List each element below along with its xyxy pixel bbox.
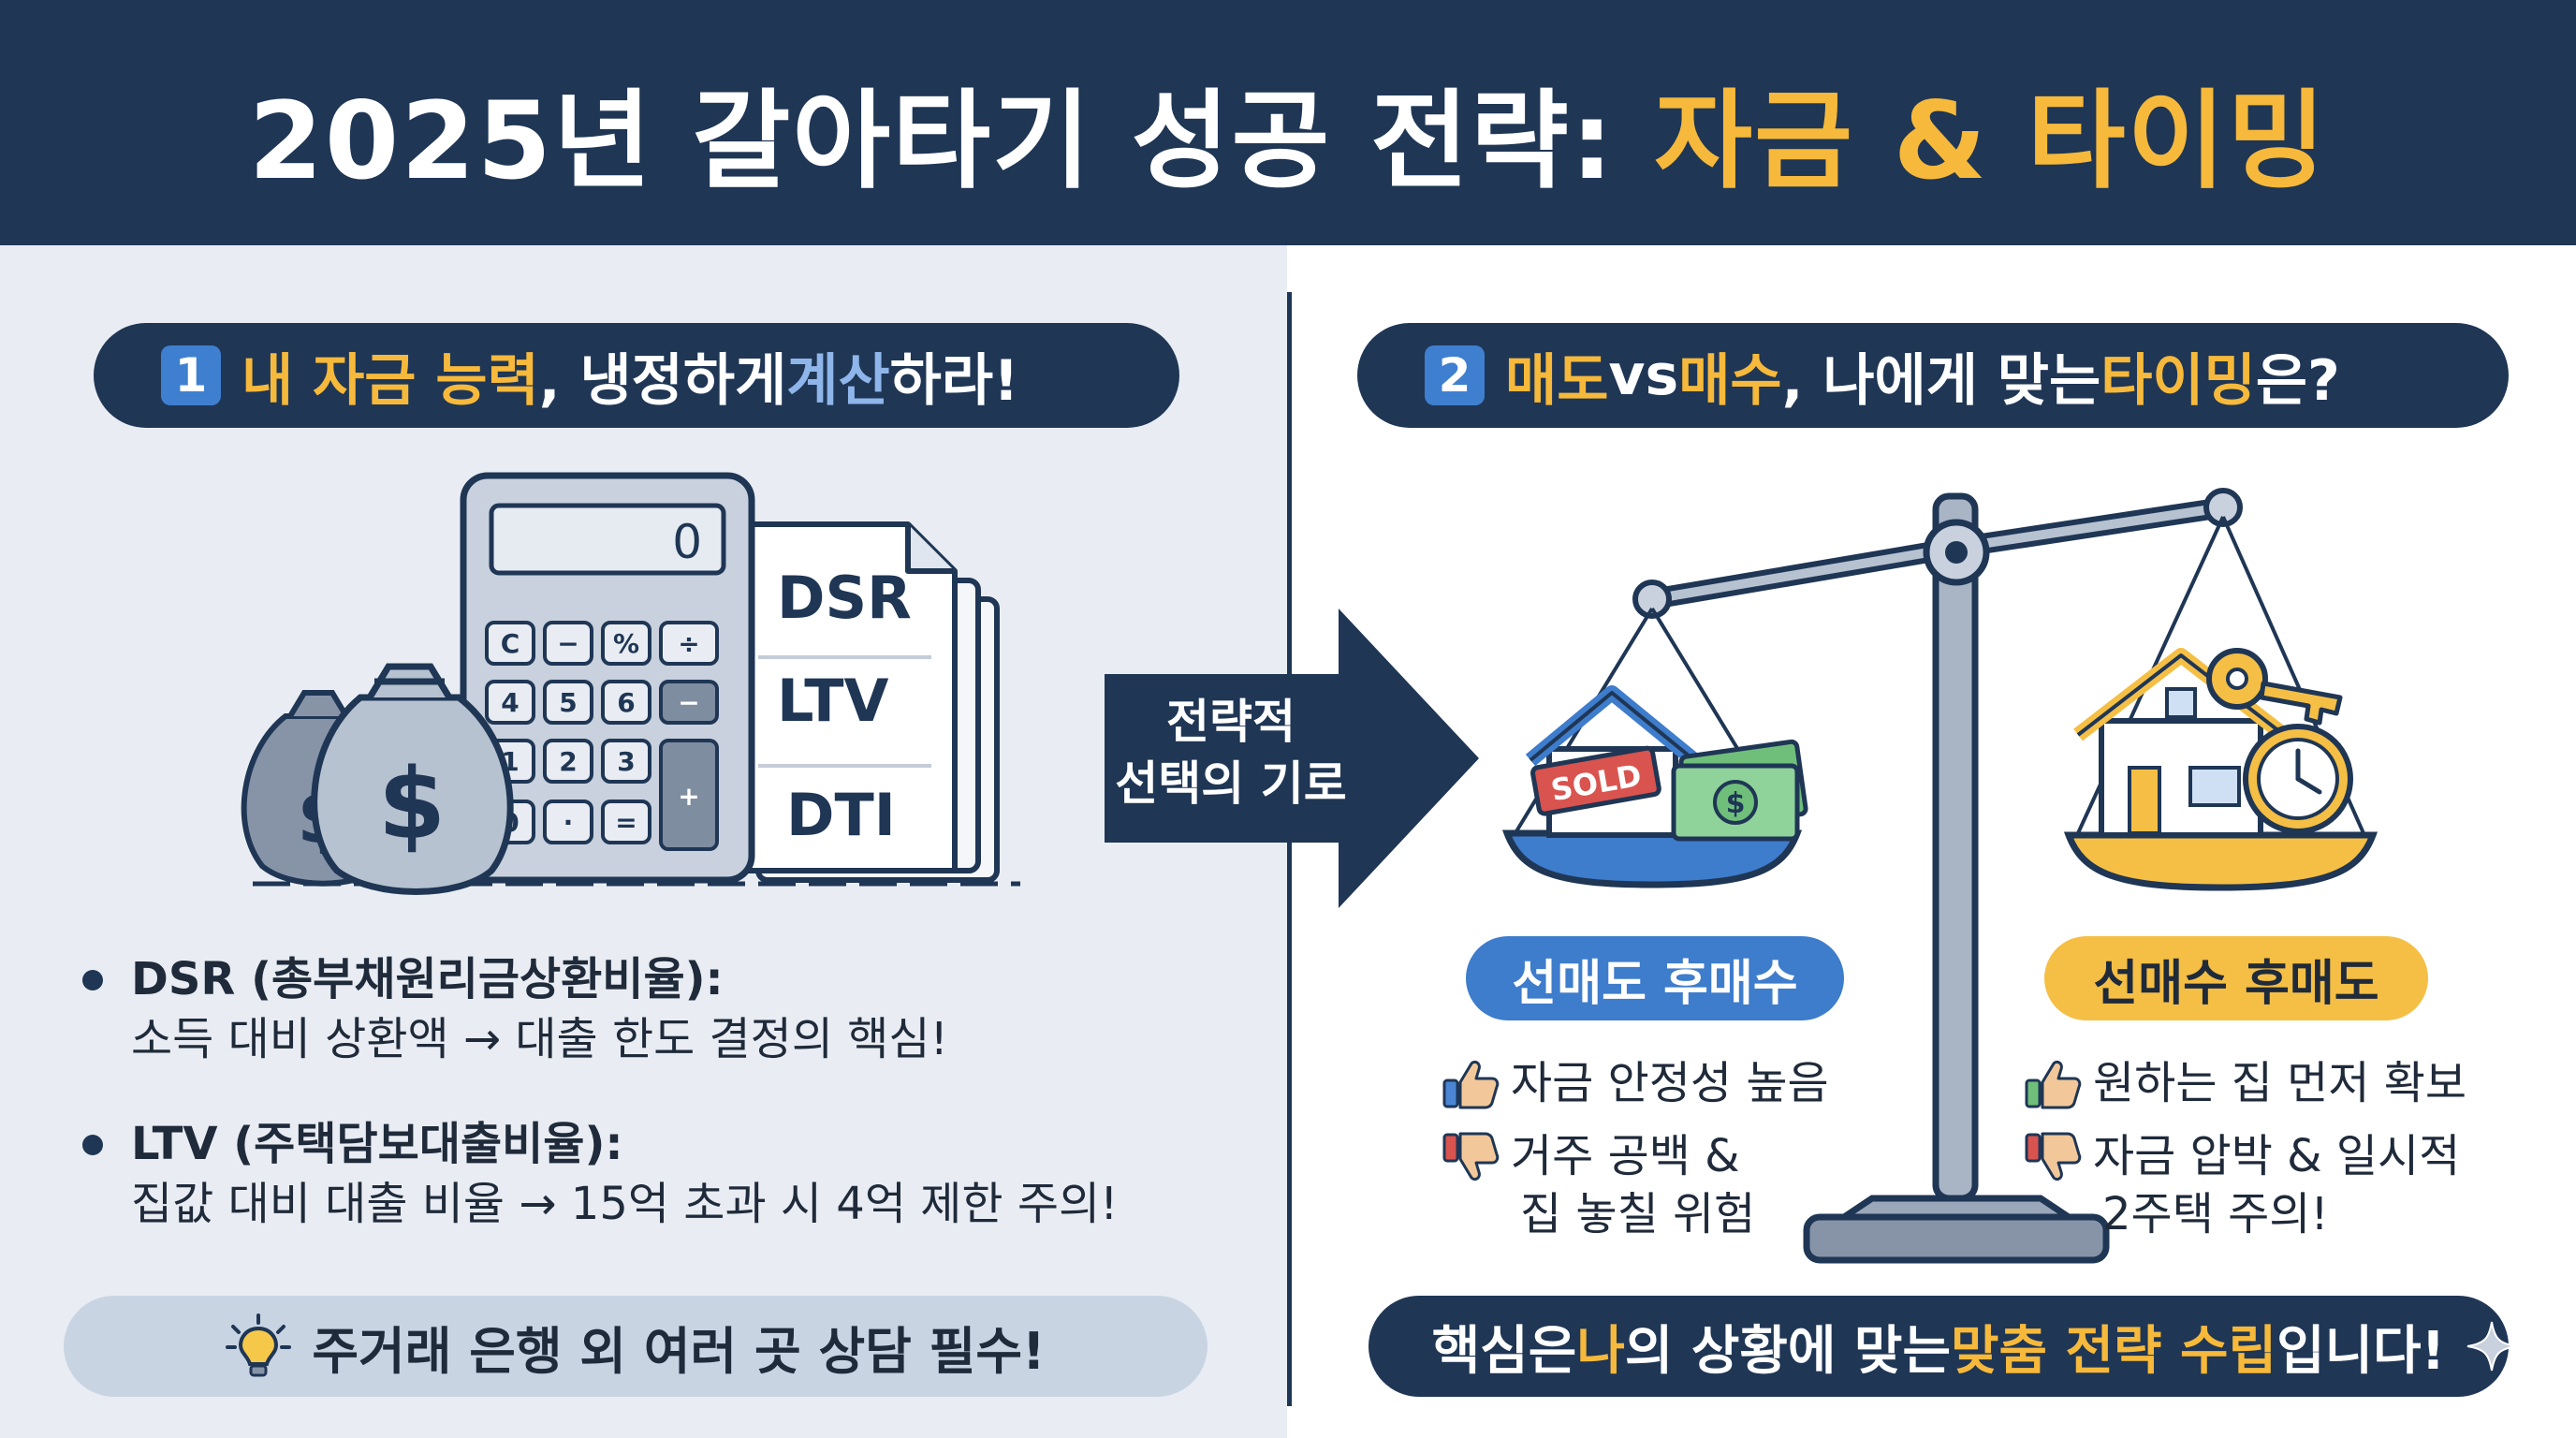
section2-number: 2	[1425, 345, 1485, 405]
summary-part1: 핵심은	[1431, 1320, 1577, 1382]
calc-key-4: 4	[501, 687, 519, 718]
summary-part5: 입니다!	[2276, 1320, 2446, 1382]
center-arrow-line1: 전략적	[1166, 695, 1295, 749]
doc-item-dti: DTI	[786, 781, 896, 849]
sell-first-con: 거주 공백 & 집 놓칠 위험	[1442, 1127, 1756, 1243]
section1-number: 1	[161, 345, 221, 405]
buy-first-con: 자금 압박 & 일시적 2주택 주의!	[2025, 1127, 2461, 1243]
section1-heading-part3: 계산	[786, 347, 890, 414]
bullet-dsr-body: 소득 대비 상환액 → 대출 한도 결정의 핵심!	[131, 1013, 948, 1065]
panel-divider	[1287, 292, 1292, 1406]
calc-key-percent: %	[613, 628, 639, 659]
bullet-ltv-head: LTV (주택담보대출비율):	[131, 1118, 623, 1170]
section2-heading-part1: 매도	[1505, 347, 1609, 414]
calc-key-2: 2	[559, 746, 577, 777]
house-icon	[2073, 648, 2289, 838]
svg-text:$: $	[1726, 787, 1746, 820]
scale-icon: SOLD $	[1501, 488, 2378, 1264]
calc-key-c: C	[501, 628, 520, 659]
bullet-dsr: DSR (총부채원리금상환비율): 소득 대비 상환액 → 대출 한도 결정의 …	[82, 949, 948, 1069]
thumbs-down-icon	[2025, 1132, 2082, 1181]
title-main: 2025년 갈아타기 성공 전략:	[248, 79, 1616, 203]
buy-first-pro: 원하는 집 먼저 확보	[2025, 1054, 2467, 1112]
summary-part2: 나	[1576, 1320, 1625, 1382]
calc-key-6: 6	[617, 687, 635, 718]
buy-first-pro-text: 원하는 집 먼저 확보	[2093, 1057, 2467, 1109]
option-buy-first: 선매수 후매도	[2044, 936, 2428, 1020]
title-highlight: 자금 & 타이밍	[1654, 79, 2328, 203]
tip-text: 주거래 은행 외 여러 곳 상담 필수!	[312, 1321, 1046, 1381]
calc-key-plus: +	[678, 781, 699, 812]
calc-display: 0	[672, 515, 702, 569]
lightbulb-icon	[226, 1313, 292, 1377]
calc-key-divide: ÷	[678, 628, 699, 659]
sell-first-pro: 자금 안정성 높음	[1442, 1054, 1829, 1112]
buy-first-con-line2: 2주택 주의!	[2102, 1188, 2329, 1240]
money-bag-icon: $ $	[241, 663, 514, 895]
summary-part3: 의 상황에 맞는	[1624, 1320, 1951, 1382]
buy-first-con-line1: 자금 압박 & 일시적	[2093, 1130, 2461, 1182]
section1-heading-part1: 내 자금 능력	[242, 347, 539, 414]
sparkle-icon	[2466, 1321, 2517, 1372]
section2-heading-part5: 타이밍	[2100, 347, 2256, 414]
doc-item-ltv: LTV	[777, 667, 889, 735]
document-icon: DSR LTV DTI	[699, 521, 1000, 883]
bullet-ltv-body: 집값 대비 대출 비율 → 15억 초과 시 4억 제한 주의!	[131, 1178, 1119, 1230]
doc-item-dsr: DSR	[777, 564, 912, 632]
sold-sign: SOLD	[1530, 745, 1661, 816]
section1-heading-part2: , 냉정하게	[538, 347, 787, 414]
sell-first-pro-text: 자금 안정성 높음	[1511, 1057, 1829, 1109]
section1-heading-part4: 하라!	[889, 347, 1019, 414]
calculator-icon: 0 C − % ÷ 4 5 6 − 1 2 3 + 0 · =	[460, 472, 755, 884]
tip-pill: 주거래 은행 외 여러 곳 상담 필수!	[64, 1296, 1208, 1397]
section2-heading-part3: 매수	[1678, 347, 1782, 414]
summary-part4: 맞춤 전략 수립	[1950, 1320, 2277, 1382]
center-arrow	[1105, 609, 1479, 908]
thumbs-up-icon	[2025, 1060, 2082, 1109]
option-buy-first-label: 선매수 후매도	[2093, 955, 2379, 1012]
calc-key-3: 3	[617, 746, 635, 777]
svg-text:$: $	[378, 747, 446, 861]
bullet-dot	[82, 970, 103, 990]
option-sell-first-label: 선매도 후매수	[1512, 955, 1798, 1012]
bullet-dsr-head: DSR (총부채원리금상환비율):	[131, 953, 724, 1005]
calc-key-dot: ·	[564, 807, 574, 838]
section2-heading-part2: vs	[1608, 343, 1679, 408]
center-arrow-label: 전략적 선택의 기로	[1109, 691, 1353, 814]
bullet-dot	[82, 1135, 103, 1155]
finance-illustration: DSR LTV DTI 0 C − % ÷ 4 5 6 − 1 2 3 + 0	[241, 472, 1020, 895]
banknote-icon: $	[1671, 739, 1808, 842]
option-sell-first: 선매도 후매수	[1466, 936, 1844, 1020]
section2-heading-part6: 은?	[2255, 347, 2340, 414]
bullet-ltv: LTV (주택담보대출비율): 집값 대비 대출 비율 → 15억 초과 시 4…	[82, 1114, 1119, 1234]
thumbs-down-icon	[1442, 1132, 1500, 1181]
sell-first-con-line2: 집 놓칠 위험	[1520, 1188, 1756, 1240]
section2-heading-part4: , 나에게 맞는	[1781, 347, 2101, 414]
page-title: 2025년 갈아타기 성공 전략: 자금 & 타이밍	[0, 54, 2576, 209]
key-icon	[2206, 648, 2343, 726]
calc-key-5: 5	[559, 687, 577, 718]
header-bar: 2025년 갈아타기 성공 전략: 자금 & 타이밍	[0, 0, 2576, 245]
calc-key-minus: −	[678, 687, 699, 718]
sell-first-con-line1: 거주 공백 &	[1511, 1130, 1740, 1182]
calc-key-minus-top: −	[557, 628, 578, 659]
clock-icon	[2243, 724, 2353, 834]
calc-key-equals: =	[615, 807, 637, 838]
center-arrow-line2: 선택의 기로	[1115, 756, 1347, 811]
thumbs-up-icon	[1442, 1060, 1500, 1109]
